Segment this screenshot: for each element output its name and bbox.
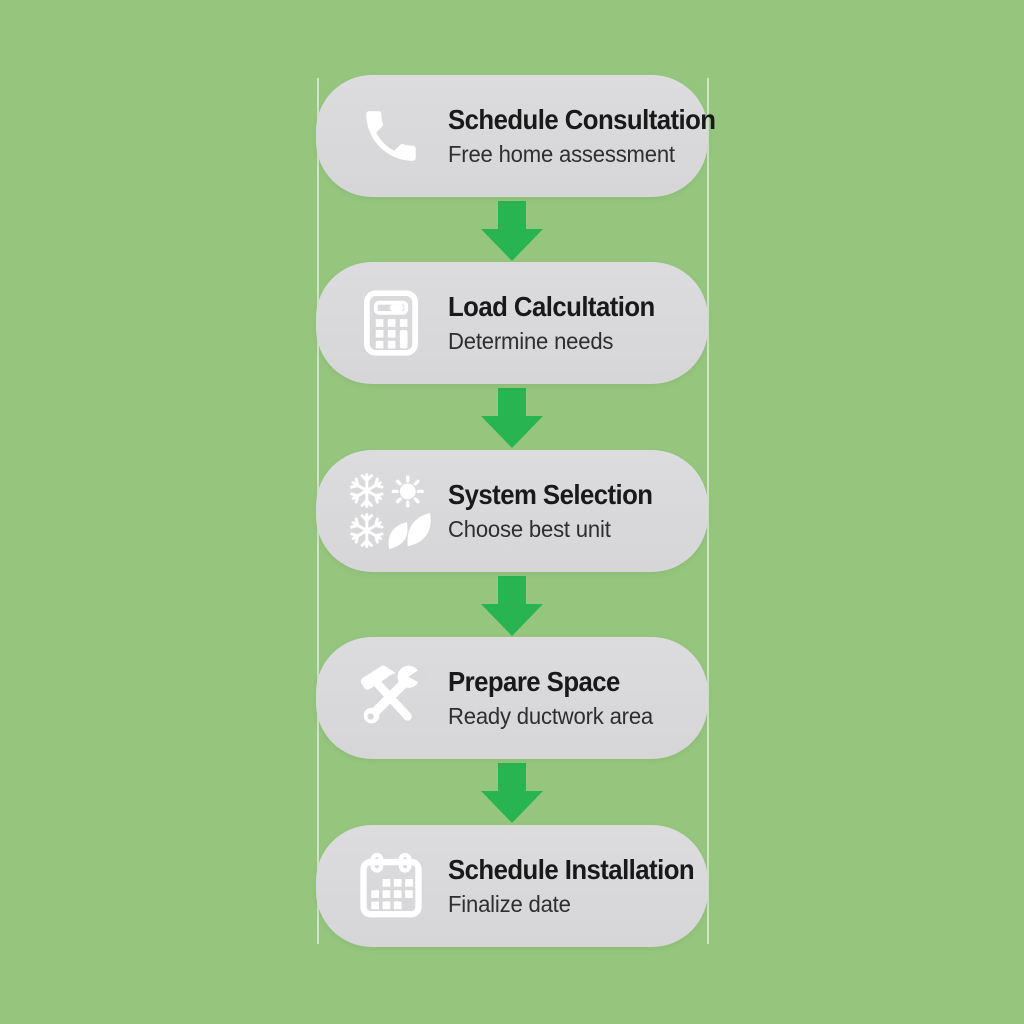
step-subtitle: Free home assessment xyxy=(448,141,675,167)
step-card-schedule-consultation: Schedule Consultation Free home assessme… xyxy=(316,75,716,197)
phone-icon xyxy=(348,103,434,169)
step-card-prepare-space: Prepare Space Ready ductwork area xyxy=(316,637,708,759)
down-arrow-head xyxy=(481,791,543,823)
calculator-icon xyxy=(348,290,434,356)
step-subtitle: Ready ductwork area xyxy=(448,703,654,729)
step-title: Schedule Installation xyxy=(448,854,695,885)
step-text: Schedule Installation Finalize date xyxy=(448,854,715,918)
down-arrow xyxy=(316,572,708,637)
down-arrow-stem xyxy=(498,576,526,604)
down-arrow-head xyxy=(481,604,543,636)
step-card-system-selection: System Selection Choose best unit xyxy=(316,450,708,572)
down-arrow-stem xyxy=(498,201,526,229)
step-text: System Selection Choose best unit xyxy=(448,479,708,543)
climate-icons xyxy=(348,471,434,551)
calendar-icon xyxy=(348,852,434,920)
down-arrow-stem xyxy=(498,763,526,791)
down-arrow xyxy=(316,384,708,449)
tools-icon xyxy=(348,661,434,735)
wrench xyxy=(363,664,427,724)
down-arrow-head xyxy=(481,229,543,261)
connector-line-right xyxy=(707,78,709,944)
step-card-schedule-installation: Schedule Installation Finalize date xyxy=(316,825,708,947)
step-subtitle: Choose best unit xyxy=(448,516,611,542)
sun-icon xyxy=(391,475,424,508)
step-title: Load Calcultation xyxy=(448,291,655,322)
down-arrow xyxy=(316,197,708,262)
step-text: Schedule Consultation Free home assessme… xyxy=(448,104,739,168)
snowflake-icon xyxy=(351,475,383,547)
step-subtitle: Finalize date xyxy=(448,891,571,917)
step-title: Prepare Space xyxy=(448,666,620,697)
down-arrow-head xyxy=(481,416,543,448)
step-card-load-calculation: Load Calcultation Determine needs xyxy=(316,262,708,384)
leaf-icon xyxy=(388,512,431,550)
step-text: Prepare Space Ready ductwork area xyxy=(448,666,708,730)
step-subtitle: Determine needs xyxy=(448,328,614,354)
step-text: Load Calcultation Determine needs xyxy=(448,291,708,355)
step-title: Schedule Consultation xyxy=(448,104,716,135)
down-arrow-stem xyxy=(498,388,526,416)
down-arrow xyxy=(316,759,708,824)
step-title: System Selection xyxy=(448,479,653,510)
